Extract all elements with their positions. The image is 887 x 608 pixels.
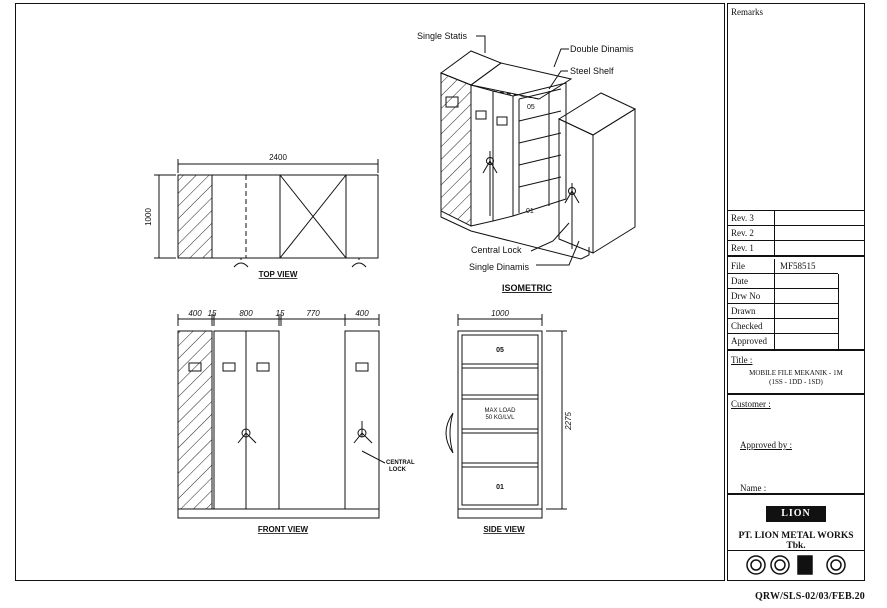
max-load-1: MAX LOAD — [484, 408, 516, 414]
lion-logo-text: LION — [781, 508, 811, 519]
callout-central-lock: Central Lock — [471, 245, 522, 255]
drawing-area: 2400 1000 TOP VIEW 400 15 800 15 770 400 — [15, 3, 725, 581]
rev3-row: Rev. 3 — [728, 211, 864, 226]
top-view-caption: TOP VIEW — [259, 270, 298, 279]
checked-row: Checked — [728, 319, 838, 334]
side-view: 1000 2275 05 MAX LOAD 50 KG/LVL 01 SIDE … — [445, 309, 573, 534]
name-label: Name : — [740, 483, 767, 493]
callout-single-dinamis: Single Dinamis — [469, 262, 530, 272]
rev2-row: Rev. 2 — [728, 226, 864, 241]
customer-box: Customer : Approved by : Name : — [728, 397, 864, 495]
drawn-row: Drawn — [728, 304, 838, 319]
rev3-label: Rev. 3 — [731, 213, 754, 223]
side-view-caption: SIDE VIEW — [483, 525, 525, 534]
date-row: Date — [728, 274, 838, 289]
file-label: File — [731, 261, 746, 271]
drwno-row: Drw No — [728, 289, 838, 304]
remarks-box: Remarks — [728, 4, 864, 211]
approved-label: Approved — [731, 336, 767, 346]
title-block: Remarks Rev. 3 Rev. 2 Rev. 1 File MF5851… — [727, 3, 865, 581]
top-view-depth-dim: 1000 — [144, 208, 153, 226]
rev1-row: Rev. 1 — [728, 241, 864, 257]
iso-shelf-top: 05 — [527, 104, 535, 111]
drawn-label: Drawn — [731, 306, 756, 316]
title-box: Title : MOBILE FILE MEKANIK - 1M (1SS - … — [728, 353, 864, 395]
remarks-label: Remarks — [731, 7, 763, 17]
isometric-view: 05 01 Single Statis Double Dinamis Steel… — [417, 31, 637, 293]
file-row: File MF58515 — [728, 259, 838, 274]
side-shelf-top: 05 — [496, 347, 504, 354]
rev1-label: Rev. 1 — [731, 243, 754, 253]
rev2-label: Rev. 2 — [731, 228, 754, 238]
approved-row: Approved — [728, 334, 864, 351]
lion-logo: LION — [766, 506, 826, 522]
side-width-dim: 1000 — [491, 309, 509, 318]
company-name: PT. LION METAL WORKS Tbk. — [738, 531, 854, 551]
front-dim-4: 15 — [276, 309, 285, 318]
front-dim-5: 770 — [306, 309, 320, 318]
front-dim-6: 400 — [355, 309, 369, 318]
side-height-dim: 2275 — [564, 412, 573, 431]
front-dim-1: 400 — [188, 309, 202, 318]
document-code: QRW/SLS-02/03/FEB.20 — [754, 591, 865, 602]
top-view-width-dim: 2400 — [269, 153, 287, 162]
callout-single-statis: Single Statis — [417, 31, 468, 41]
checked-label: Checked — [731, 321, 763, 331]
side-shelf-bottom: 01 — [496, 484, 504, 491]
certification-icons — [746, 555, 846, 575]
front-view: 400 15 800 15 770 400 CENTRAL LOCK FRONT… — [177, 309, 415, 534]
drawing-title-2: (1SS - 1DD - 1SD) — [769, 378, 823, 386]
central-lock-label-1: CENTRAL — [386, 460, 415, 466]
technical-drawing: 2400 1000 TOP VIEW 400 15 800 15 770 400 — [144, 31, 637, 534]
customer-label: Customer : — [731, 399, 771, 409]
front-dim-3: 800 — [239, 309, 253, 318]
callout-steel-shelf: Steel Shelf — [570, 66, 614, 76]
iso-shelf-bottom: 01 — [526, 208, 534, 215]
approved-by-label: Approved by : — [740, 440, 792, 450]
front-view-caption: FRONT VIEW — [258, 525, 309, 534]
front-dim-2: 15 — [208, 309, 217, 318]
drwno-label: Drw No — [731, 291, 761, 301]
title-label: Title : — [731, 355, 753, 365]
date-label: Date — [731, 276, 748, 286]
isometric-caption: ISOMETRIC — [502, 283, 553, 293]
drawing-title-1: MOBILE FILE MEKANIK - 1M — [749, 369, 843, 377]
central-lock-label-2: LOCK — [389, 467, 407, 473]
callout-double-dinamis: Double Dinamis — [570, 44, 634, 54]
max-load-2: 50 KG/LVL — [486, 415, 516, 421]
certification-logos — [728, 550, 864, 579]
top-view: 2400 1000 TOP VIEW — [144, 153, 379, 279]
company-box: LION PT. LION METAL WORKS Tbk. — [728, 497, 864, 580]
file-value: MF58515 — [780, 261, 816, 271]
